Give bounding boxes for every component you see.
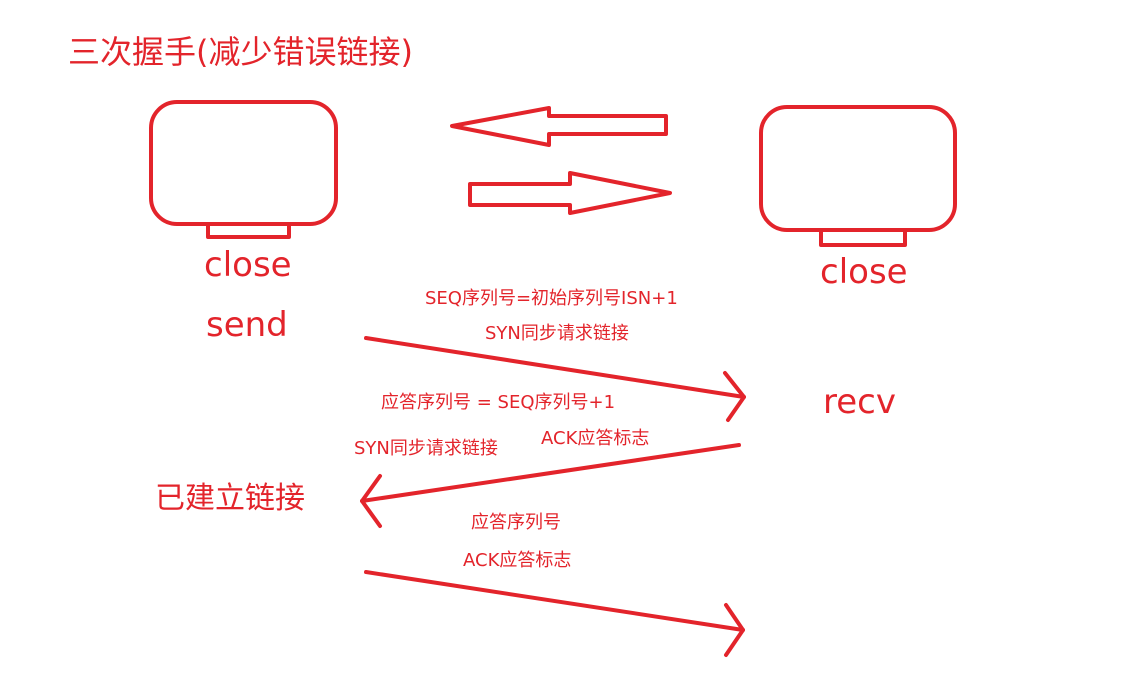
established-label: 已建立链接	[155, 481, 305, 516]
right-action-label: recv	[823, 382, 896, 422]
right-computer-icon	[759, 105, 957, 247]
step1-seq-label: SEQ序列号=初始序列号ISN+1	[425, 288, 678, 309]
step2-syn-label: SYN同步请求链接	[354, 438, 498, 459]
left-state-label: close	[204, 245, 292, 285]
left-monitor-screen	[149, 100, 338, 226]
left-monitor-stand	[206, 222, 291, 239]
step2-ack-flag-label: ACK应答标志	[541, 428, 650, 449]
diagram-title: 三次握手(减少错误链接)	[68, 33, 413, 71]
step3-ack-number-label: 应答序列号	[471, 512, 561, 533]
right-monitor-stand	[819, 228, 907, 247]
step2-arrow	[360, 443, 741, 528]
step1-syn-label: SYN同步请求链接	[485, 323, 629, 344]
left-computer-icon	[149, 100, 338, 239]
right-monitor-screen	[759, 105, 957, 232]
step3-arrow	[364, 570, 745, 657]
step2-ack-number-label: 应答序列号 = SEQ序列号+1	[381, 392, 616, 413]
left-action-label: send	[206, 305, 288, 345]
block-arrow-right-icon	[468, 171, 672, 215]
block-arrow-left-icon	[450, 106, 668, 147]
right-state-label: close	[820, 252, 908, 292]
step3-ack-flag-label: ACK应答标志	[463, 550, 572, 571]
step1-arrow	[364, 336, 746, 422]
